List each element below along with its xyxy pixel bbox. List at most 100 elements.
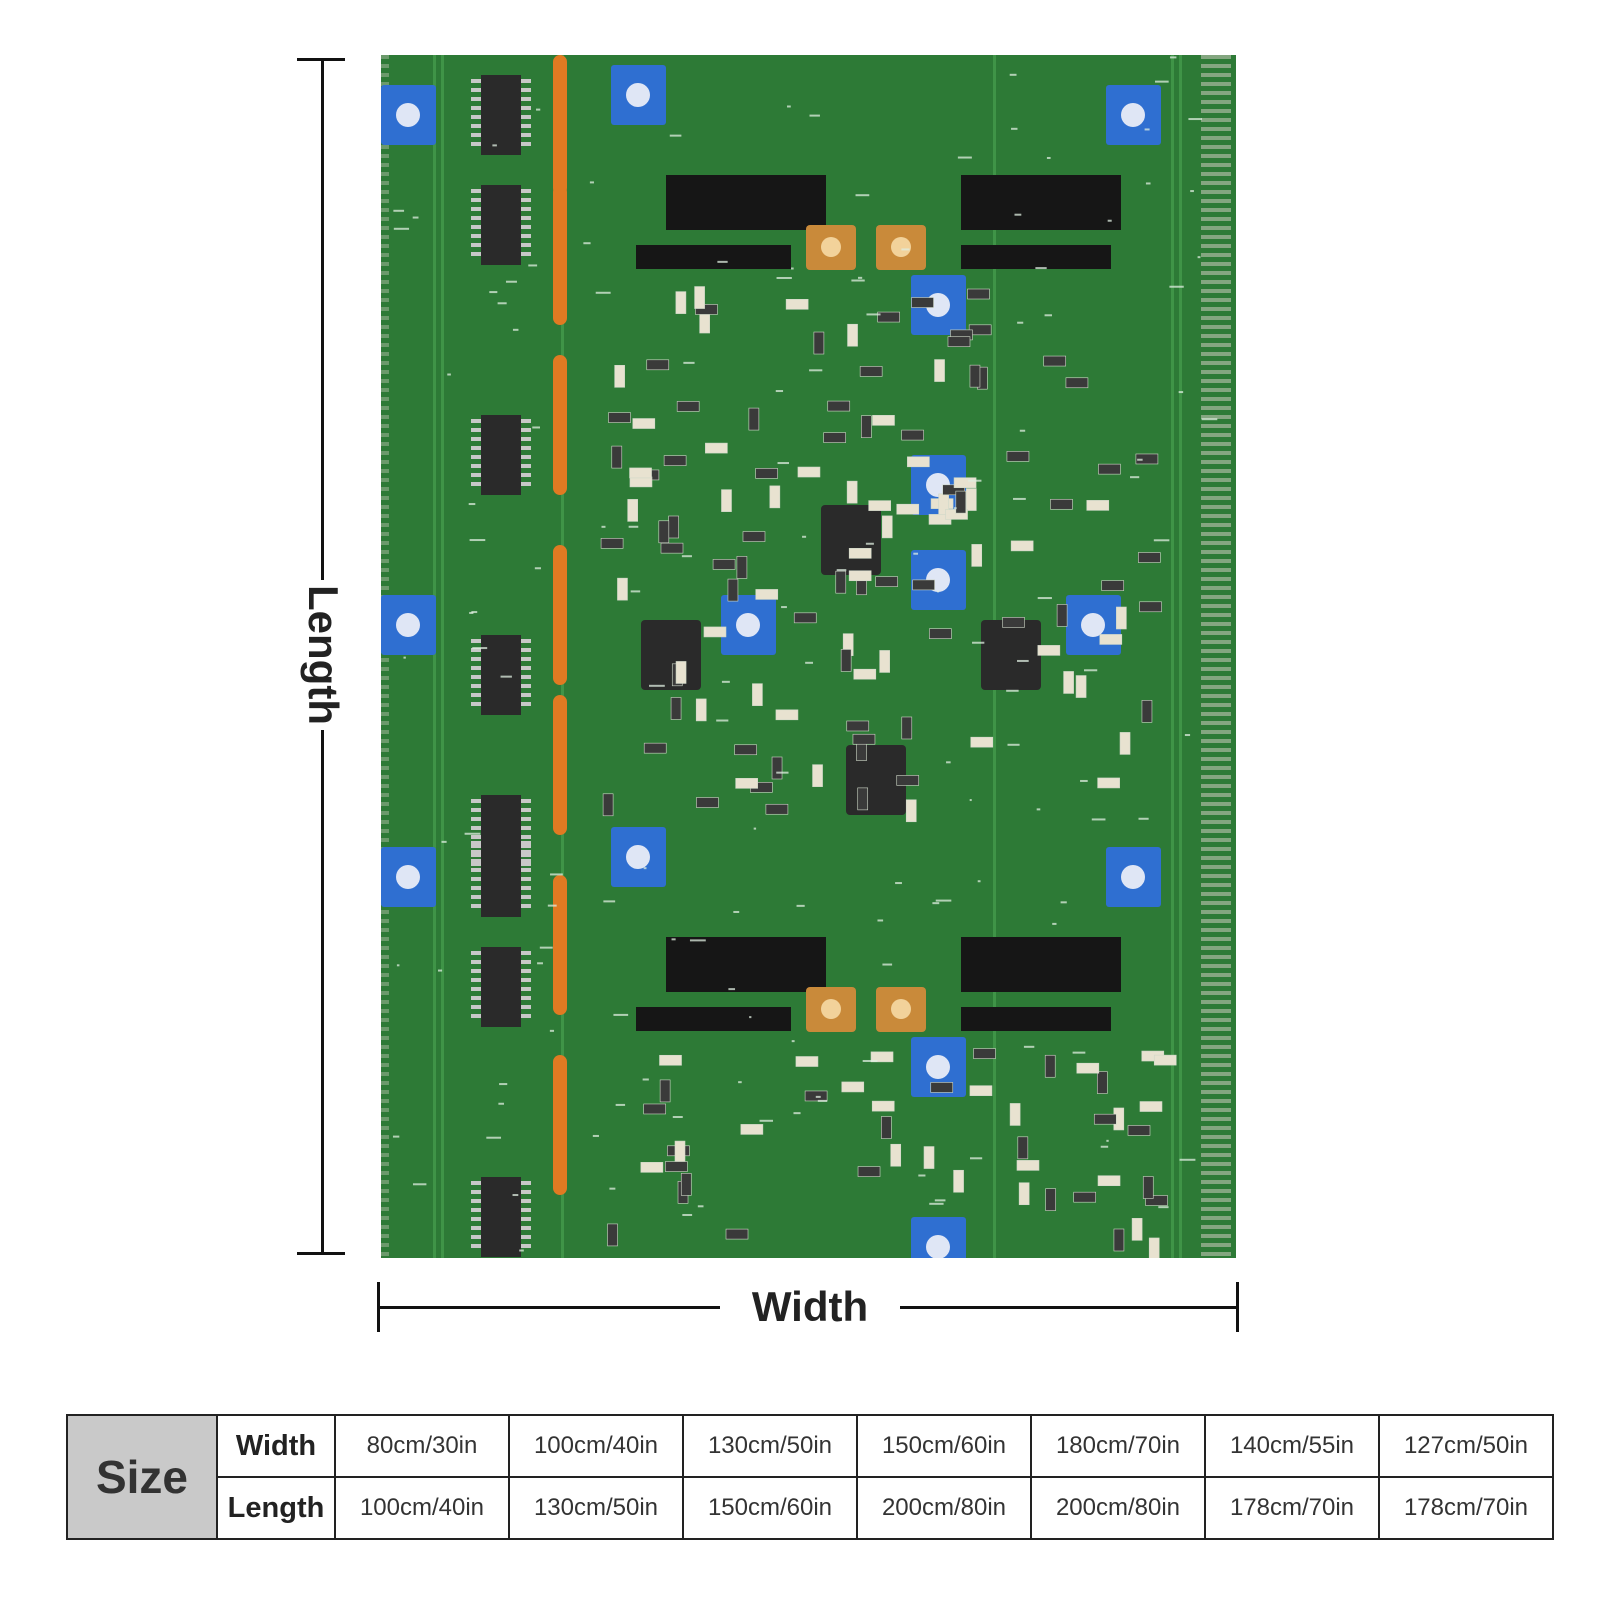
ic-pin xyxy=(521,225,531,229)
silkscreen-mark xyxy=(592,1134,599,1137)
silkscreen-mark xyxy=(499,1083,508,1086)
silkscreen-mark xyxy=(643,867,647,870)
silkscreen-mark xyxy=(721,680,730,683)
smd-component xyxy=(769,485,781,509)
smd-component xyxy=(852,733,876,745)
smd-component xyxy=(1131,1218,1143,1241)
silkscreen-mark xyxy=(1137,458,1143,461)
silkscreen-mark xyxy=(969,1157,983,1160)
silkscreen-mark xyxy=(468,503,476,506)
smd-component xyxy=(668,515,679,539)
board-edge-pin xyxy=(1201,514,1231,518)
potentiometer-knob xyxy=(396,103,420,127)
silkscreen-mark xyxy=(1007,743,1020,746)
ic-pin xyxy=(471,859,481,863)
silkscreen-mark xyxy=(447,373,451,376)
board-edge-pin xyxy=(1201,613,1231,617)
potentiometer-knob xyxy=(1121,103,1145,127)
board-edge-pin xyxy=(1201,262,1231,266)
board-edge-pin xyxy=(1201,1171,1231,1175)
board-edge-pin xyxy=(381,541,389,545)
board-edge-pin xyxy=(1201,928,1231,932)
smd-component xyxy=(1153,1054,1177,1066)
silkscreen-mark xyxy=(642,1078,649,1081)
smd-component xyxy=(1045,1188,1056,1211)
smd-component xyxy=(608,412,631,423)
smd-component xyxy=(840,649,852,672)
resistor-tall xyxy=(553,695,567,835)
ic-pin xyxy=(521,808,531,812)
smd-component xyxy=(859,366,883,377)
smd-component xyxy=(835,570,847,594)
silkscreen-mark xyxy=(817,1099,828,1102)
board-edge-pin xyxy=(1201,226,1231,230)
ic-pin xyxy=(471,693,481,697)
board-edge-pin xyxy=(381,1018,389,1022)
board-edge-pin xyxy=(1201,1099,1231,1103)
smd-component xyxy=(853,668,877,680)
silkscreen-mark xyxy=(1080,779,1088,782)
board-edge-pin xyxy=(1201,190,1231,194)
resistor-tall xyxy=(553,55,567,195)
board-edge-pin xyxy=(381,838,389,842)
ic-pin xyxy=(521,684,531,688)
sma-connector-center xyxy=(891,237,911,257)
smd-component xyxy=(942,484,965,496)
smd-component xyxy=(712,559,736,570)
ic-pin xyxy=(471,234,481,238)
smd-component xyxy=(1135,453,1159,465)
smd-component xyxy=(695,698,707,722)
smd-component xyxy=(953,477,977,489)
silkscreen-mark xyxy=(649,684,665,687)
board-edge-pin xyxy=(1201,982,1231,986)
board-edge-pin xyxy=(381,235,389,239)
board-edge-pin xyxy=(381,1207,389,1211)
board-edge-pin xyxy=(1201,901,1231,905)
board-edge-pin xyxy=(1201,667,1231,671)
silkscreen-mark xyxy=(851,279,865,282)
smd-component xyxy=(643,1103,666,1115)
board-edge-pin xyxy=(1201,325,1231,329)
silkscreen-mark xyxy=(1046,156,1051,159)
board-edge-pin xyxy=(381,415,389,419)
ic-pin xyxy=(521,648,531,652)
smd-component xyxy=(1076,1062,1100,1074)
ic-pin xyxy=(471,877,481,881)
smd-component xyxy=(775,709,799,721)
smd-component xyxy=(734,744,757,756)
silkscreen-mark xyxy=(609,1187,616,1190)
smd-component xyxy=(929,628,952,639)
smd-component xyxy=(1097,1175,1121,1187)
ic-pin xyxy=(521,133,531,137)
board-edge-pin xyxy=(381,397,389,401)
ic-pin xyxy=(471,437,481,441)
silkscreen-mark xyxy=(1044,314,1052,317)
board-edge-pin xyxy=(381,388,389,392)
board-edge-pin xyxy=(1201,865,1231,869)
smd-component xyxy=(670,697,682,720)
size-table: Size Width 80cm/30in 100cm/40in 130cm/50… xyxy=(66,1414,1554,1540)
board-edge-pin xyxy=(1201,1225,1231,1229)
smd-component xyxy=(905,799,917,823)
silkscreen-mark xyxy=(512,328,519,331)
silkscreen-mark xyxy=(1158,1206,1169,1209)
ic-pin xyxy=(471,666,481,670)
board-edge-pin xyxy=(1201,397,1231,401)
board-edge-pin xyxy=(381,406,389,410)
silkscreen-mark xyxy=(532,426,541,429)
board-edge-pin xyxy=(1201,712,1231,716)
silkscreen-mark xyxy=(536,108,541,111)
silkscreen-mark xyxy=(512,1194,519,1197)
ic-pin xyxy=(521,693,531,697)
silkscreen-mark xyxy=(1184,734,1191,737)
ic-pin xyxy=(471,243,481,247)
ic-pin xyxy=(521,844,531,848)
silkscreen-mark xyxy=(681,555,692,558)
silkscreen-mark xyxy=(954,507,957,510)
board-edge-pin xyxy=(1201,532,1231,536)
board-edge-pin xyxy=(381,442,389,446)
board-edge-pin xyxy=(1201,811,1231,815)
resistor-tall xyxy=(553,185,567,325)
smd-component xyxy=(675,291,687,314)
silkscreen-mark xyxy=(628,525,639,528)
